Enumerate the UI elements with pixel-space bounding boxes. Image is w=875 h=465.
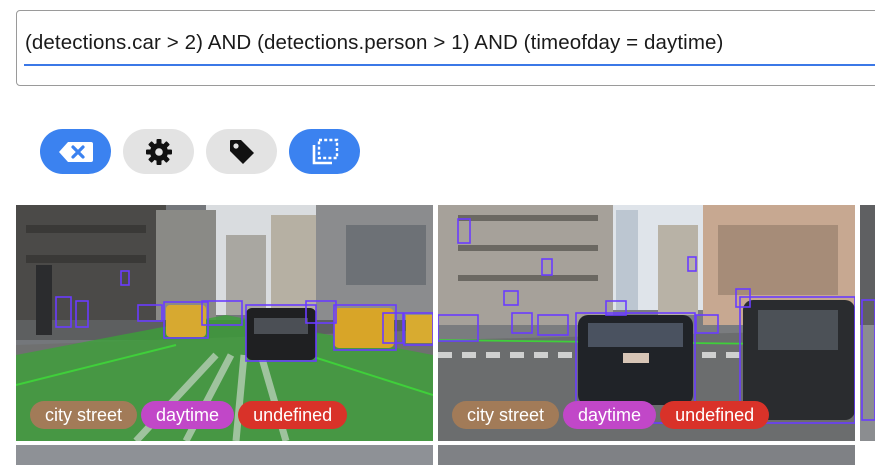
tag-scene[interactable]: city street xyxy=(30,401,138,429)
street-scene-image-3 xyxy=(860,205,875,441)
query-focus-underline xyxy=(24,64,875,66)
tags-button[interactable] xyxy=(206,129,277,174)
result-image-3-partial[interactable] xyxy=(860,205,875,441)
tag-icon xyxy=(229,139,254,164)
result-image-5-partial[interactable] xyxy=(438,445,855,465)
result-image-2[interactable]: city street daytime undefined xyxy=(438,205,855,441)
tag-timeofday[interactable]: daytime xyxy=(141,401,235,429)
tile-1-tags: city street daytime undefined xyxy=(30,401,348,429)
tag-scene[interactable]: city street xyxy=(452,401,560,429)
clear-query-button[interactable] xyxy=(40,129,111,174)
select-frame-icon xyxy=(312,138,338,164)
result-image-1[interactable]: city street daytime undefined xyxy=(16,205,433,441)
result-image-4-partial[interactable] xyxy=(16,445,433,465)
tag-timeofday[interactable]: daytime xyxy=(563,401,657,429)
query-input[interactable]: (detections.car > 2) AND (detections.per… xyxy=(16,10,875,86)
gear-icon xyxy=(145,138,172,165)
selection-button[interactable] xyxy=(289,129,360,174)
backspace-x-icon xyxy=(58,141,93,162)
tag-weather[interactable]: undefined xyxy=(238,401,348,429)
tile-2-tags: city street daytime undefined xyxy=(452,401,770,429)
query-text[interactable]: (detections.car > 2) AND (detections.per… xyxy=(25,31,724,54)
tag-weather[interactable]: undefined xyxy=(660,401,770,429)
settings-button[interactable] xyxy=(123,129,194,174)
